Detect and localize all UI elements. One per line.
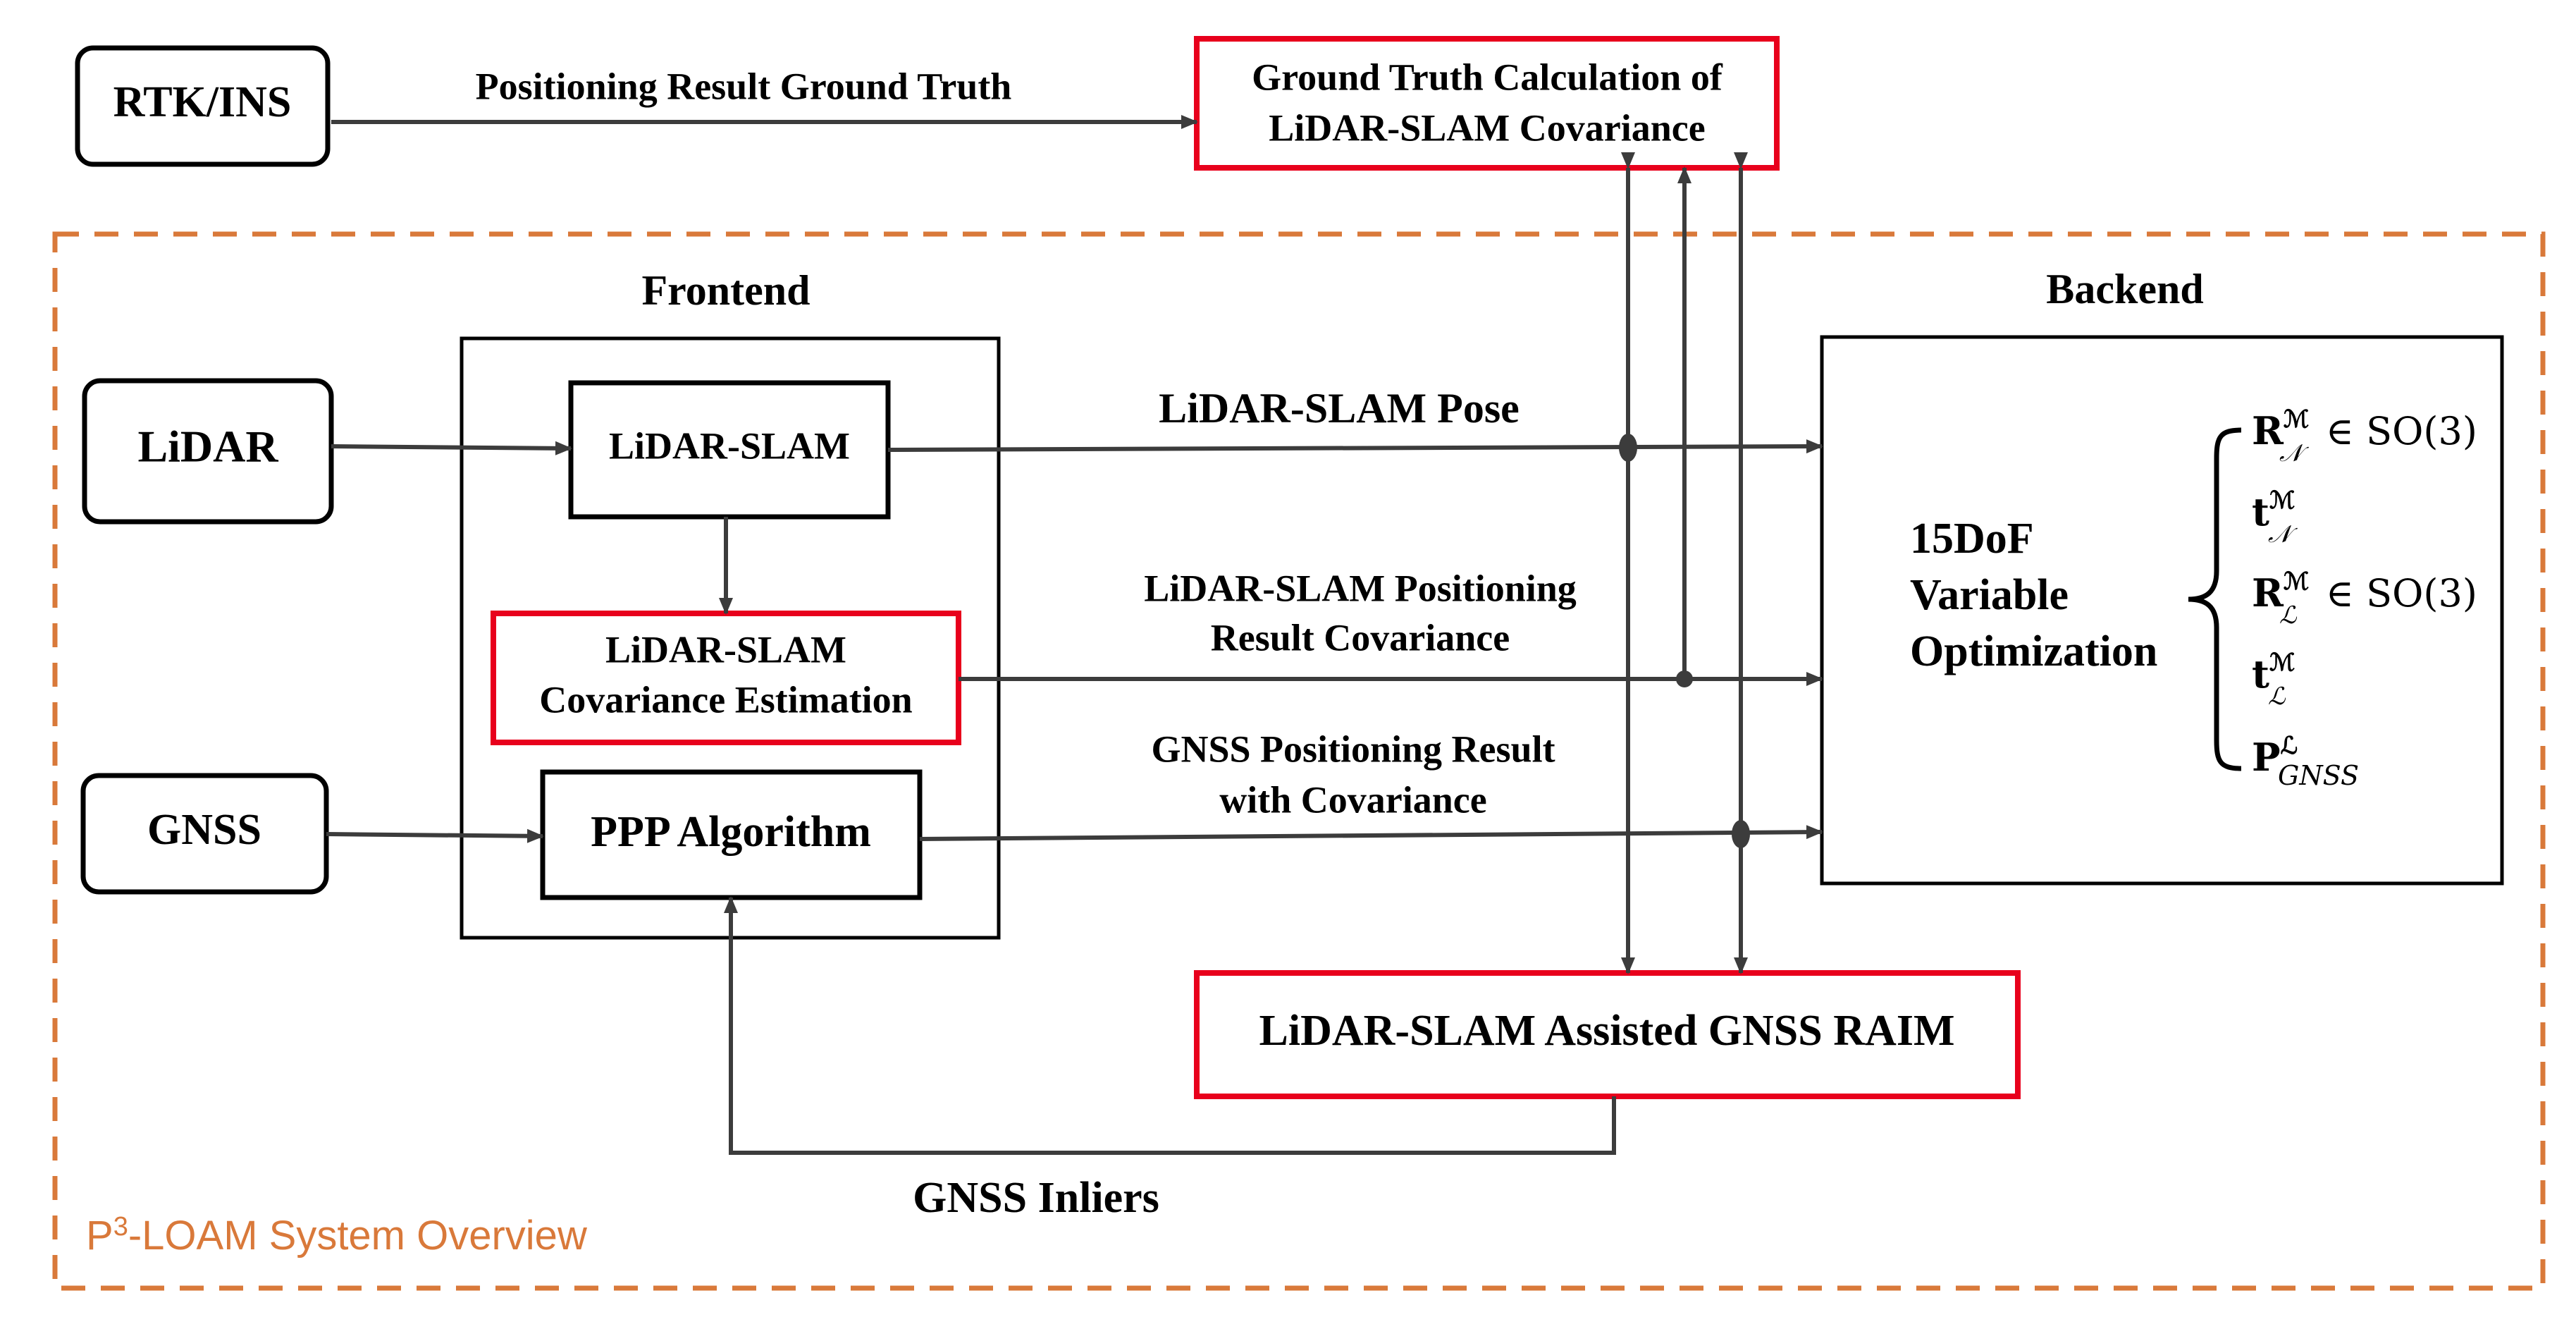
ground-truth-calculation-line2: LiDAR-SLAM Covariance xyxy=(1269,106,1705,149)
junction-pose xyxy=(1619,434,1637,462)
covariance-edge-label-line1: LiDAR-SLAM Positioning xyxy=(1144,567,1577,609)
backend-heading-line3: Optimization xyxy=(1910,627,2157,675)
ground-truth-calculation-node xyxy=(1194,36,1780,171)
inliers-edge-label: GNSS Inliers xyxy=(913,1174,1159,1222)
rtk-ins-label: RTK/INS xyxy=(113,78,292,126)
junction-covariance xyxy=(1676,670,1693,687)
system-overview-label: P3-LOAM System Overview xyxy=(86,1212,588,1259)
ppp-algorithm-label: PPP Algorithm xyxy=(591,808,871,856)
variables-brace xyxy=(2188,427,2242,771)
lidar-slam-node xyxy=(568,380,891,520)
gnss-edge-label-line1: GNSS Positioning Result xyxy=(1151,728,1555,770)
covariance-estimation-line1: LiDAR-SLAM xyxy=(605,628,846,670)
frontend-title: Frontend xyxy=(642,267,811,314)
backend-title: Backend xyxy=(2046,266,2203,312)
backend-heading-line1: 15DoF xyxy=(1910,515,2034,563)
backend-heading-line2: Variable xyxy=(1910,571,2069,619)
covariance-estimation-node xyxy=(491,611,961,745)
gnss-raim-node xyxy=(1194,970,2021,1099)
ground-truth-calculation-line1: Ground Truth Calculation of xyxy=(1252,56,1723,98)
gnss-result-arrow xyxy=(919,825,1823,841)
lidar-node xyxy=(82,378,334,525)
gnss-label: GNSS xyxy=(147,806,261,854)
gnss-edge-label-line2: with Covariance xyxy=(1219,778,1486,821)
gnss-raim-label: LiDAR-SLAM Assisted GNSS RAIM xyxy=(1259,1007,1955,1055)
gnss-input-arrow xyxy=(326,828,544,843)
rtk-ins-node xyxy=(75,45,331,167)
system-overview-frame xyxy=(52,231,2546,1291)
lidar-label: LiDAR xyxy=(137,422,278,472)
gnss-node xyxy=(80,773,329,895)
lidar-input-arrow xyxy=(331,441,572,455)
covariance-estimation-line2: Covariance Estimation xyxy=(539,678,912,721)
inliers-feedback-arrow xyxy=(724,896,1616,1155)
pose-arrow xyxy=(887,439,1823,454)
ground-truth-edge-label: Positioning Result Ground Truth xyxy=(476,65,1012,107)
lidar-slam-label: LiDAR-SLAM xyxy=(609,424,850,467)
junction-gnss xyxy=(1732,820,1750,848)
backend-container xyxy=(1820,335,2504,886)
pose-edge-label: LiDAR-SLAM Pose xyxy=(1159,385,1520,431)
covariance-edge-label-line2: Result Covariance xyxy=(1211,616,1510,659)
